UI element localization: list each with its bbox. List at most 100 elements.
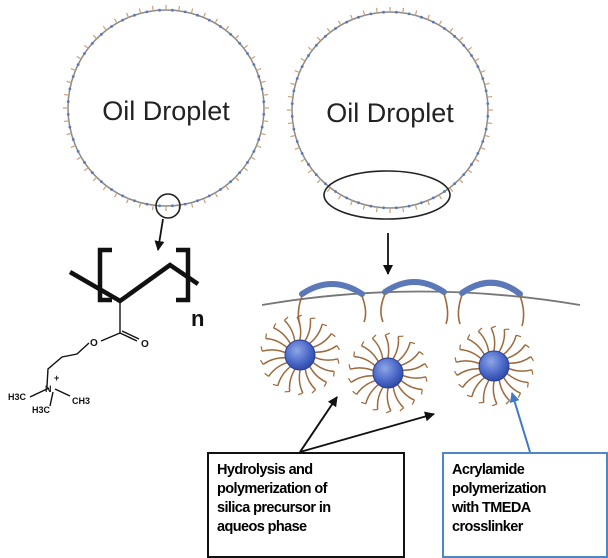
strand-branch — [458, 383, 463, 388]
surfactant-head — [66, 100, 70, 103]
strand-branch — [336, 345, 341, 351]
hydrolysis-line-2: polymerization of — [217, 481, 327, 497]
acrylamide-line-4: crosslinker — [452, 519, 523, 535]
strand-branch — [311, 389, 317, 394]
surfactant-tail — [138, 8, 142, 14]
surfactant-head — [68, 87, 72, 91]
surfactant-head — [290, 102, 294, 105]
particle-strand — [396, 341, 411, 363]
surfactant-tail — [83, 167, 89, 172]
arrow-acrylamide — [509, 392, 531, 453]
methyl-left-top: H3C — [8, 392, 27, 402]
surfactant-head — [66, 113, 70, 116]
particle-strand — [482, 378, 491, 403]
strand-branch — [530, 356, 535, 362]
surfactant-head — [207, 18, 211, 22]
surfactant-tail — [70, 68, 76, 72]
acrylamide-annotation-box: Acrylamide polymerization with TMEDA cro… — [442, 452, 608, 558]
polymer-backbone — [68, 262, 200, 304]
particle-strand — [304, 367, 317, 391]
surfactant-head — [238, 171, 242, 175]
particle-strand — [505, 372, 529, 384]
strand-branch — [347, 377, 352, 383]
surfactant-tail — [337, 20, 342, 26]
surfactant-tail — [350, 14, 354, 20]
surfactant-head — [90, 41, 94, 45]
surfactant-tail — [326, 27, 331, 33]
surfactant-head — [484, 89, 488, 93]
surfactant-head — [90, 171, 94, 175]
surfactant-tail — [467, 169, 473, 174]
surfactant-fringe-right — [287, 7, 493, 213]
strand-branch — [384, 332, 391, 336]
particle-strand — [477, 330, 490, 354]
surfactant-head — [443, 27, 446, 30]
particle-strand — [308, 323, 323, 345]
particle-strand — [497, 329, 506, 354]
strand-branch — [517, 392, 522, 398]
surfactant-head — [443, 190, 446, 193]
surfactant-tail — [484, 134, 490, 138]
surfactant-head — [121, 18, 125, 22]
surfactant-tail — [487, 122, 493, 125]
particle-strand — [467, 338, 486, 356]
particle-strand — [350, 374, 375, 383]
strand-branch — [332, 371, 335, 377]
strand-branch — [322, 323, 328, 327]
interface-strands — [297, 293, 525, 327]
surfactant-head — [219, 25, 222, 28]
strand-branch — [259, 359, 264, 365]
silica-particle — [453, 325, 535, 407]
particle-strand — [505, 344, 527, 360]
surfactant-tail — [214, 18, 219, 24]
particle-strand — [392, 385, 405, 409]
surfactant-head — [462, 173, 466, 177]
surfactant-tail — [92, 176, 98, 182]
hydrolysis-annotation-box: Hydrolysis and polymerization of silica … — [207, 452, 405, 558]
surfactant-head — [334, 190, 337, 193]
silica-particle — [347, 332, 429, 414]
surfactant-head — [307, 54, 310, 57]
particle-strand — [507, 367, 533, 372]
surfactant-head — [133, 13, 136, 17]
surfactant-tail — [449, 187, 454, 193]
surfactant-head — [292, 89, 296, 93]
particle-strand — [361, 345, 380, 363]
surfactant-head — [252, 149, 256, 153]
repeat-subscript: n — [191, 306, 204, 331]
strand-branch — [323, 381, 328, 387]
surfactant-head — [300, 151, 304, 155]
surfactant-head — [481, 140, 485, 143]
charge-sign: + — [54, 373, 59, 383]
surfactant-tail — [243, 167, 249, 172]
surfactant-head — [71, 138, 75, 141]
strand-branch — [260, 346, 263, 352]
surfactant-tail — [362, 10, 366, 16]
surfactant-tail — [126, 12, 130, 18]
particle-strand — [401, 363, 426, 372]
surfactant-tail — [126, 198, 130, 204]
surfactant-tail — [102, 185, 107, 191]
surfactant-tail — [178, 5, 181, 11]
surfactant-head — [476, 65, 480, 69]
strand-branch — [360, 341, 365, 347]
surfactant-head — [229, 180, 233, 184]
particle-core — [284, 339, 316, 371]
particle-strand — [459, 348, 483, 360]
surfactant-tail — [480, 146, 486, 150]
surfactant-head — [300, 65, 304, 69]
particle-strand — [308, 365, 327, 383]
zoom-ellipse — [323, 170, 451, 220]
surfactant-head — [76, 149, 80, 153]
bracket-right — [176, 247, 191, 303]
acrylamide-line-3: with TMEDA — [452, 500, 531, 516]
surfactant-head — [196, 13, 199, 17]
surfactant-head — [158, 8, 161, 12]
surfactant-head — [431, 196, 435, 200]
surfactant-tail — [438, 194, 443, 200]
surfactant-tail — [307, 169, 313, 174]
surfactant-head — [171, 204, 174, 208]
surfactant-head — [292, 127, 296, 131]
strand-branch — [371, 334, 377, 339]
surfactant-tail — [326, 187, 331, 193]
